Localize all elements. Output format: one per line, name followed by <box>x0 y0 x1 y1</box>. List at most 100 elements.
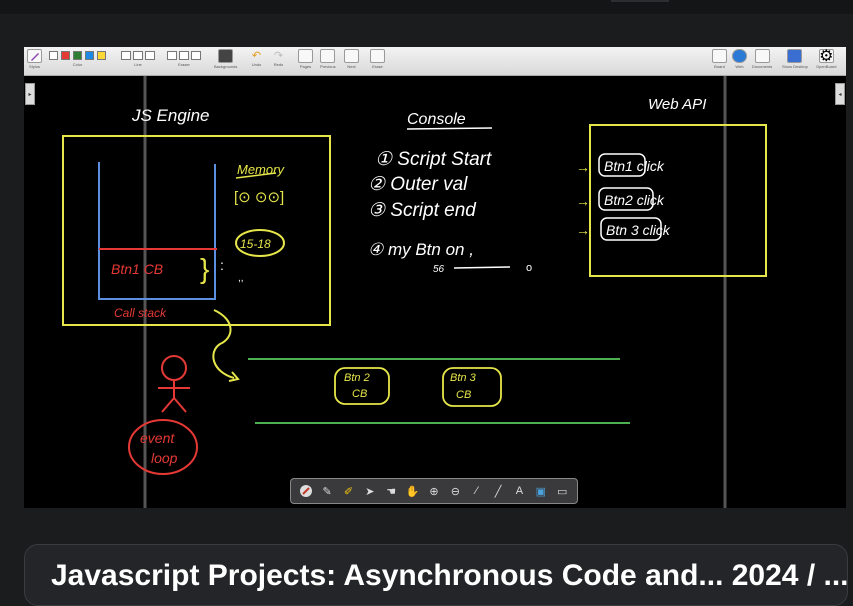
line-width-icon[interactable] <box>120 49 156 61</box>
show-desktop-button[interactable]: Show Desktop <box>782 49 808 73</box>
pages-icon <box>298 49 313 63</box>
capture-icon[interactable]: ▣ <box>535 485 547 498</box>
color-white[interactable] <box>49 50 58 60</box>
web-api-item-3: Btn 3 click <box>606 222 671 238</box>
queue-item-2-box <box>442 367 502 407</box>
console-line-1: ① Script Start <box>375 149 492 170</box>
browser-top-bar <box>0 0 853 14</box>
erase-button[interactable]: Erase <box>370 49 385 73</box>
highlighter-icon[interactable]: ✐ <box>343 485 354 498</box>
openboard-toolbar: Stylus Color Line Eraser <box>24 47 846 76</box>
line-tool[interactable]: Line <box>120 49 156 73</box>
timer-circle <box>235 229 285 257</box>
stack-dots: : <box>220 257 224 273</box>
camera-icon[interactable]: ▭ <box>556 485 568 498</box>
next-icon <box>344 49 359 63</box>
web-button[interactable]: Web <box>732 49 747 73</box>
queue-item-1-line1: Btn 2 <box>344 372 370 384</box>
web-api-item-1: Btn1 click <box>604 158 665 174</box>
select-icon[interactable] <box>298 484 313 499</box>
color-red[interactable] <box>61 50 70 60</box>
event-loop-stickman <box>158 355 190 413</box>
web-api-arrow-3: → <box>576 222 590 238</box>
undo-icon: ↶ <box>251 49 262 62</box>
pointer-icon[interactable]: ➤ <box>365 485 375 498</box>
pen-icon <box>27 49 42 63</box>
js-engine-title: JS Engine <box>131 106 210 125</box>
timeline-right: o <box>526 262 532 274</box>
event-loop-arrow <box>212 309 235 379</box>
folder-icon <box>754 49 770 63</box>
text-icon[interactable]: A <box>515 485 524 497</box>
web-api-title: Web API <box>648 96 706 113</box>
redo-button[interactable]: ↷ Redo <box>273 49 284 68</box>
hand-icon[interactable]: ☚ <box>386 485 397 498</box>
event-loop-label-1: event <box>140 430 175 446</box>
console-line-4: ④ my Btn on , <box>368 240 474 259</box>
backgrounds-tool[interactable]: Backgrounds <box>214 49 237 73</box>
laser-icon[interactable]: ∕ <box>475 485 478 497</box>
web-api-item-2: Btn2 click <box>604 192 665 208</box>
timer-value: 15-18 <box>240 237 271 251</box>
color-swatches[interactable] <box>48 49 107 61</box>
console-underline <box>406 127 493 130</box>
lecture-video[interactable]: Stylus Color Line Eraser <box>24 47 846 508</box>
console-line-3: ③ Script end <box>368 200 477 221</box>
queue-item-2-line2: CB <box>456 389 471 401</box>
event-loop-circle <box>128 419 198 475</box>
gear-icon: ⚙ <box>818 48 834 65</box>
eraser-size-icon[interactable] <box>166 49 202 61</box>
whiteboard-canvas[interactable]: JS Engine Btn1 CB } : ,, 15-18 Call stac… <box>24 76 846 508</box>
openboard-button[interactable]: ⚙ OpenBoard <box>816 48 837 69</box>
stylus-tool[interactable]: Stylus <box>27 49 42 73</box>
event-loop-label-2: loop <box>151 450 178 466</box>
zoom-in-icon[interactable]: ⊕ <box>429 485 439 498</box>
web-api-item-1-box <box>598 153 646 177</box>
erase-icon <box>370 49 385 63</box>
console-title: Console <box>407 111 466 128</box>
console-line-2: ② Outer val <box>368 174 468 195</box>
previous-button[interactable]: Previous <box>320 49 336 73</box>
left-panel-handle[interactable]: ▸ <box>25 83 35 105</box>
background-icon <box>218 49 234 63</box>
undo-button[interactable]: ↶ Undo <box>251 49 262 68</box>
line-icon[interactable]: ╱ <box>494 485 502 498</box>
js-engine-box <box>62 135 331 326</box>
globe-icon <box>732 49 747 63</box>
queue-item-2-line1: Btn 3 <box>450 372 477 384</box>
desktop-icon <box>787 49 803 63</box>
top-tab-indicator[interactable] <box>611 0 669 2</box>
web-api-arrow-1: → <box>576 159 590 175</box>
timeline-left: 56 <box>433 264 445 275</box>
color-green[interactable] <box>73 50 82 60</box>
board-button[interactable]: Board <box>712 49 727 73</box>
stack-frame-label: Btn1 CB <box>111 261 163 277</box>
call-stack-container <box>98 162 216 300</box>
memory-underline <box>235 172 277 179</box>
video-info-card: Javascript Projects: Asynchronous Code a… <box>24 544 849 606</box>
redo-icon: ↷ <box>273 49 284 62</box>
stack-brace: } <box>200 253 209 284</box>
next-button[interactable]: Next <box>344 49 359 73</box>
color-yellow[interactable] <box>97 50 106 60</box>
color-tool[interactable]: Color <box>48 49 107 73</box>
zoom-out-icon[interactable]: ⊖ <box>450 485 460 498</box>
queue-item-1-box <box>334 367 390 405</box>
right-panel-handle[interactable]: ◂ <box>835 83 845 105</box>
color-blue[interactable] <box>85 50 94 60</box>
video-title: Javascript Projects: Asynchronous Code a… <box>51 559 849 592</box>
queue-item-1-line2: CB <box>352 388 367 400</box>
eraser-tool[interactable]: Eraser <box>166 49 202 73</box>
documents-button[interactable]: Documents <box>752 49 772 73</box>
web-api-item-2-box <box>598 187 654 211</box>
pages-button[interactable]: Pages <box>298 49 313 73</box>
memory-slots: [⊙ ⊙⊙] <box>234 189 284 206</box>
web-api-item-3-box <box>600 217 662 241</box>
web-api-arrow-2: → <box>576 193 590 209</box>
stack-small-mark: ,, <box>238 273 244 284</box>
board-icon <box>712 49 727 63</box>
pen-icon[interactable]: ✎ <box>322 485 332 498</box>
web-api-box <box>589 124 767 277</box>
grab-icon[interactable]: ✋ <box>405 485 420 498</box>
timeline-arrow <box>453 266 511 269</box>
